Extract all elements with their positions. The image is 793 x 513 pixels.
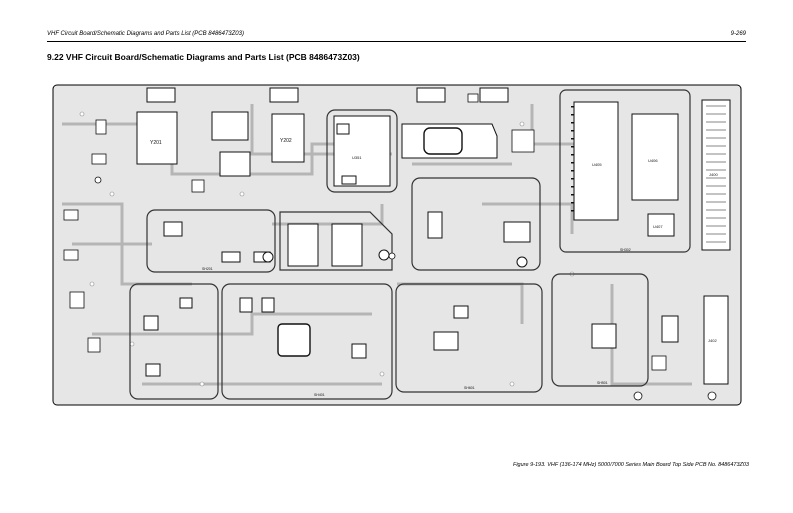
label-sh501: SH501 [597,381,608,385]
crystal-y202: Y202 [271,113,305,163]
label-u407: U407 [653,224,663,229]
page-number: 9-269 [730,31,746,37]
label-sh601: SH601 [464,386,475,390]
label-j402: J402 [708,338,717,343]
running-title: VHF Circuit Board/Schematic Diagrams and… [47,31,244,37]
label-u405: U405 [592,162,602,167]
section-heading: 9.22 VHF Circuit Board/Schematic Diagram… [47,52,360,62]
crystal-y203 [211,111,249,141]
block-sh501 [262,211,393,271]
connector-j402: J402 [703,295,729,385]
u351-area: U351 [326,109,398,193]
label-j400: J400 [709,172,718,177]
figure-caption: Figure 9-193. VHF (136-174 MHz) 5000/700… [512,462,749,468]
battery-holder [401,123,498,159]
block-bottom-left [129,283,219,400]
test-points [94,176,717,401]
label-u351: U351 [352,155,362,160]
block-center-right [411,177,541,271]
resistor-r406 [661,315,679,343]
label-sh201: SH201 [202,267,213,271]
crystal-y201: Y201 [136,111,178,165]
crystal-y204 [219,151,251,177]
block-sh601: SH601 [395,283,543,393]
label-y202: Y202 [280,138,292,144]
block-sh201: SH201 [146,209,276,273]
label-y201: Y201 [150,140,162,146]
header-rule [47,41,746,42]
block-sh401: SH401 [221,283,393,400]
top-connectors [146,87,509,103]
label-u406: U406 [648,158,658,163]
block-sh501-lower: SH501 [551,273,649,387]
label-sh302: SH302 [620,248,631,252]
u405-area: U405 U406 U407 SH302 [559,89,691,253]
connector-j400: J400 [701,99,731,251]
label-sh401: SH401 [314,393,325,397]
misc-components [63,93,667,371]
pcb-board-figure: Y201 Y202 U351 U405 U406 [52,84,742,406]
